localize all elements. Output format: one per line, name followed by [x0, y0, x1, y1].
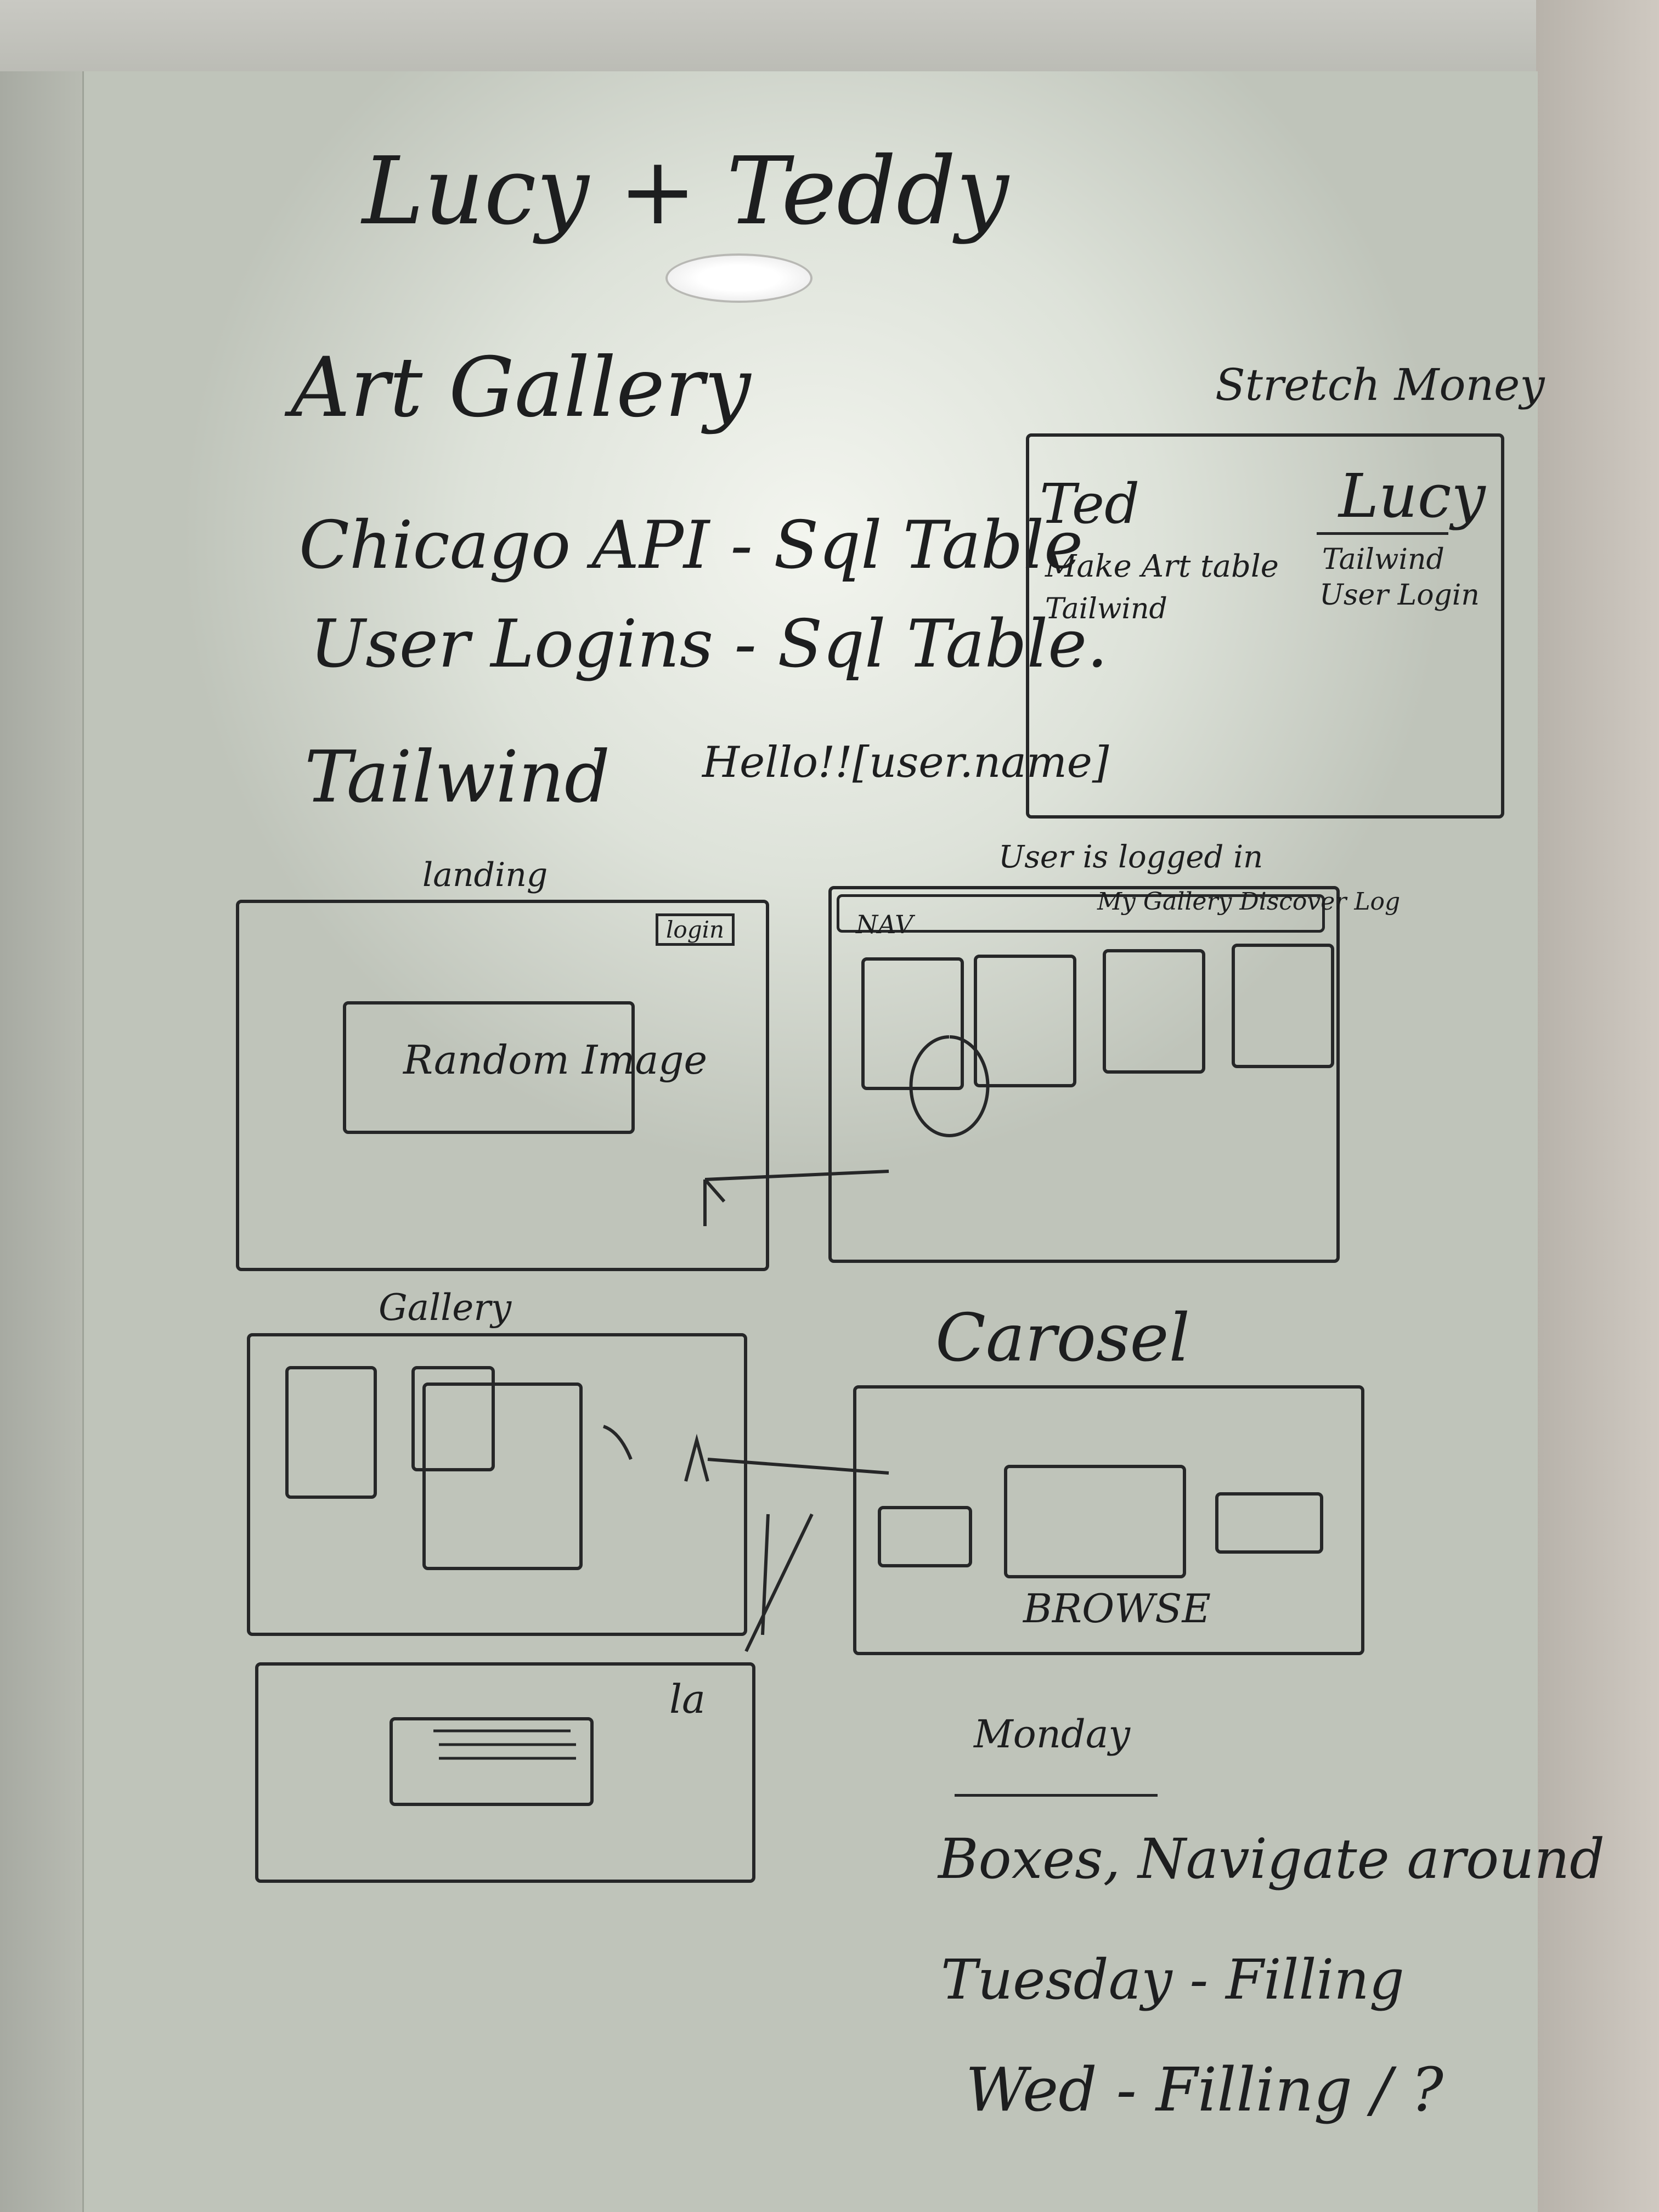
lucy-task-2: User Login	[1319, 579, 1480, 612]
circle-icon	[909, 1035, 990, 1137]
pointer-lines	[744, 1513, 814, 1652]
lucy-task-1: Tailwind	[1322, 543, 1444, 576]
ceiling-light	[665, 253, 812, 303]
gallery-item-2	[411, 1366, 495, 1471]
lucy-underline	[1317, 532, 1448, 535]
connector-gallery-to-carousel	[707, 1458, 889, 1475]
thumbnail-4	[1232, 944, 1334, 1068]
note-user-logins: User Logins - Sql Table.	[310, 606, 1108, 682]
random-image-label: Random Image	[403, 1037, 708, 1083]
connector-landing-to-logged-in	[704, 1170, 889, 1181]
stretch-label: Stretch Money	[1215, 359, 1545, 410]
detail-card	[390, 1717, 594, 1806]
gallery-scribble	[602, 1425, 633, 1460]
gallery-item-1	[285, 1366, 377, 1499]
wednesday-task: Wed - Filling / ?	[966, 2055, 1443, 2125]
detail-corner-label: la	[669, 1676, 706, 1722]
landing-login-button: login	[656, 913, 735, 946]
wall-left	[0, 71, 82, 2212]
ted-task-2: Tailwind	[1045, 592, 1167, 625]
ted-task-1: Make Art table	[1045, 549, 1279, 584]
carousel-prev-slide	[878, 1506, 972, 1567]
monday-task: Boxes, Navigate around	[938, 1827, 1605, 1891]
wall-right	[1536, 0, 1659, 2212]
gallery-label: Gallery	[379, 1286, 512, 1329]
ted-heading: Ted	[1040, 472, 1140, 536]
carousel-wireframe	[853, 1385, 1364, 1655]
thumbnail-3	[1103, 949, 1205, 1074]
card-lines	[433, 1729, 576, 1760]
nav-links: My Gallery Discover Log	[1097, 888, 1401, 916]
landing-label: landing	[422, 856, 548, 894]
note-chicago-api: Chicago API - Sql Table	[299, 507, 1084, 584]
detail-wireframe	[255, 1662, 755, 1883]
thumbnail-2	[974, 955, 1076, 1087]
gallery-item-3	[422, 1383, 583, 1570]
logged-in-label: User is logged in	[998, 839, 1263, 875]
random-image-box	[343, 1001, 635, 1134]
browse-label: BROWSE	[1023, 1585, 1211, 1632]
carousel-next-slide	[1215, 1492, 1323, 1554]
board-title: Lucy + Teddy	[362, 137, 1009, 246]
landing-wireframe	[236, 900, 769, 1271]
logged-in-wireframe	[828, 886, 1340, 1263]
whiteboard	[82, 71, 1538, 2212]
gallery-wireframe	[247, 1333, 747, 1636]
wall-top	[0, 0, 1659, 82]
carousel-label: Carosel	[935, 1300, 1190, 1376]
lucy-heading: Lucy	[1339, 461, 1486, 531]
tuesday-task: Tuesday - Filling	[941, 1948, 1404, 2012]
carousel-main-slide	[1004, 1465, 1186, 1578]
greeting-text: Hello!![user.name]	[702, 738, 1109, 787]
nav-label: NAV	[856, 910, 913, 939]
arrow-up-icon	[684, 1434, 709, 1482]
monday-underline	[955, 1794, 1158, 1797]
project-title: Art Gallery	[291, 340, 751, 436]
note-tailwind: Tailwind	[304, 735, 611, 819]
assignment-box	[1026, 433, 1504, 819]
nav-bar	[837, 894, 1325, 933]
arrow-icon	[703, 1178, 726, 1226]
monday-label: Monday	[974, 1712, 1130, 1757]
